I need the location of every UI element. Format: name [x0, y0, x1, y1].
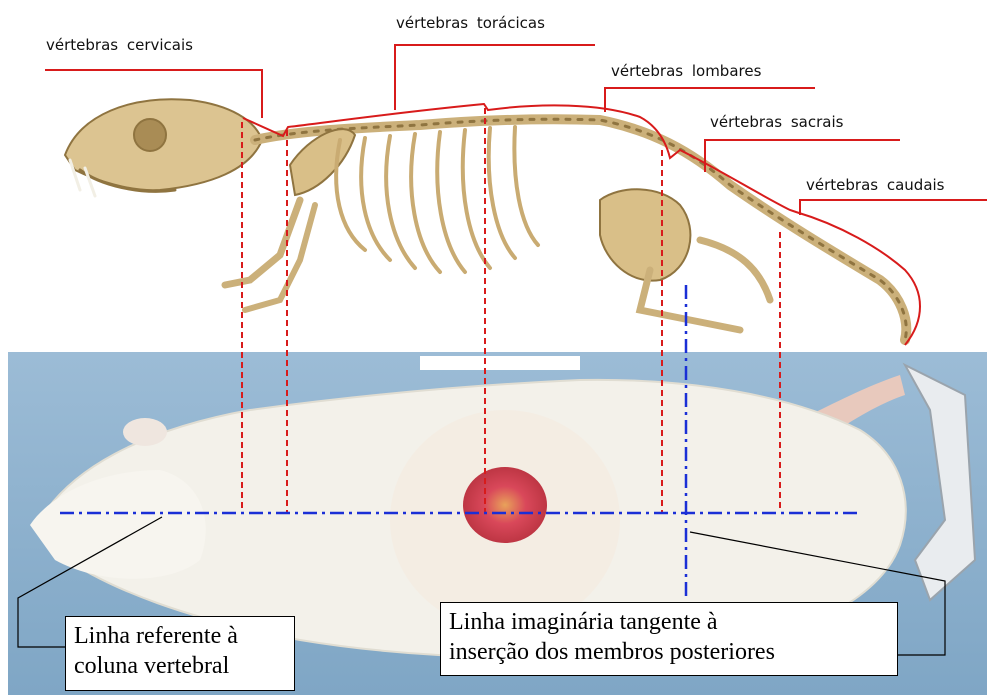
label-caudal-vertebrae: vértebras caudais [806, 176, 945, 194]
label-thoracic-vertebrae: vértebras torácicas [396, 14, 545, 32]
caudal-leader [800, 200, 987, 215]
lumbar-leader [605, 88, 815, 112]
scapula [290, 129, 355, 195]
spine-line-callout-line-2: coluna vertebral [74, 651, 288, 681]
spine [255, 119, 906, 340]
tangent-line-callout-line-2: inserção dos membros posteriores [449, 637, 891, 667]
wound [463, 467, 547, 543]
ribs [336, 127, 538, 272]
spine-segments [255, 119, 906, 340]
photo-paper-label [420, 356, 580, 370]
tangent-line-callout: Linha imaginária tangente à inserção dos… [440, 602, 898, 676]
sacral-leader [705, 140, 900, 172]
eye-socket [134, 119, 166, 151]
pelvis [600, 189, 690, 280]
label-sacral-vertebrae: vértebras sacrais [710, 113, 843, 131]
rat-ear-left [123, 418, 167, 446]
hindlimb-thigh [700, 240, 770, 300]
spine-line-callout: Linha referente à coluna vertebral [65, 616, 295, 691]
forelimb [225, 200, 300, 285]
label-cervical-vertebrae: vértebras cervicais [46, 36, 193, 54]
thoracic-leader [395, 45, 595, 110]
label-lumbar-vertebrae: vértebras lombares [611, 62, 761, 80]
spine-line-callout-line-1: Linha referente à [74, 621, 288, 651]
tangent-line-callout-line-1: Linha imaginária tangente à [449, 607, 891, 637]
